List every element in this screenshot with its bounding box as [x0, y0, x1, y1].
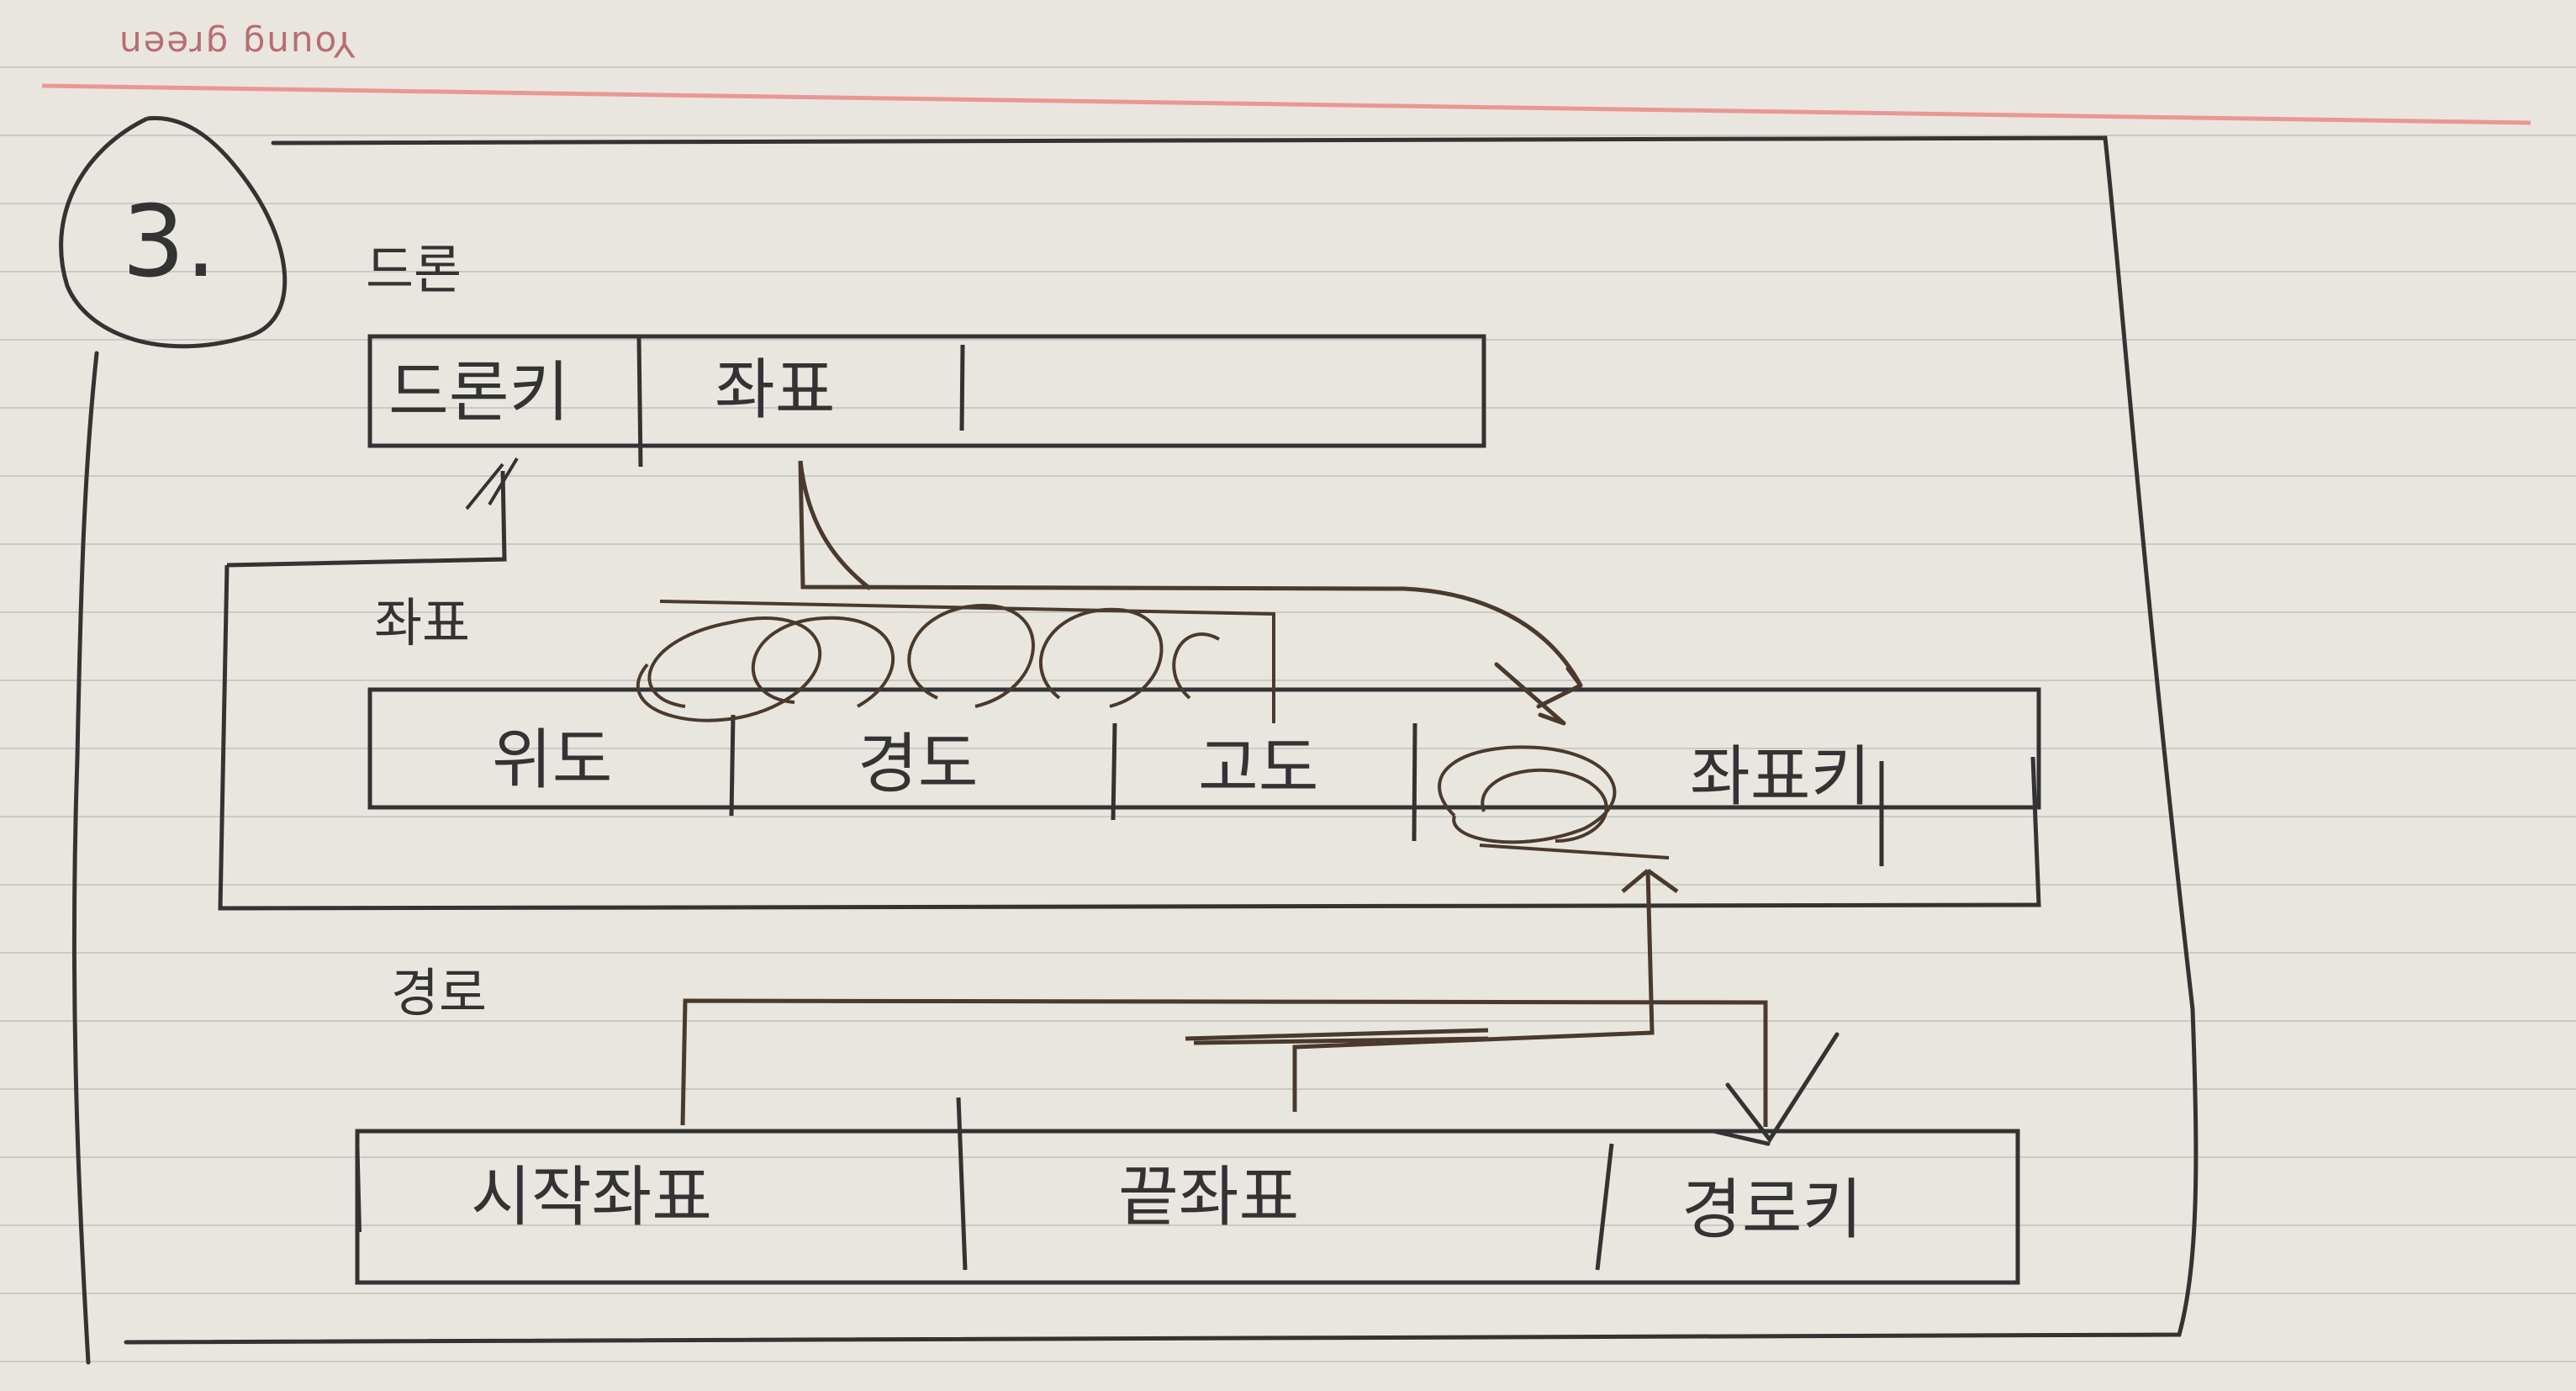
- altitude-field: 고도: [1198, 731, 1319, 807]
- outer-frame: [71, 135, 2199, 1365]
- section-number: 3.: [122, 183, 217, 299]
- section-circle: [59, 115, 288, 349]
- route-table: [355, 1129, 2020, 1285]
- coordinate-key-field: 좌표키: [1690, 739, 1871, 815]
- coordinate-divider-3: [1412, 722, 1417, 842]
- drone-divider-1: [636, 337, 643, 468]
- route-key-field: 경로키: [1681, 1172, 1863, 1248]
- red-margin-line: [41, 83, 2531, 125]
- drone-divider-2: [959, 344, 965, 431]
- route-divider-2: [1595, 1143, 1614, 1271]
- route-title: 경로: [391, 962, 488, 1023]
- end-coordinate-field: 끝좌표: [1118, 1160, 1300, 1235]
- route-relation-lines: [680, 868, 1768, 1127]
- drone-table: [367, 334, 1486, 448]
- drone-coordinate-field: 좌표: [715, 352, 836, 428]
- coordinate-table: [367, 687, 2041, 810]
- left-connector-lines: [356, 457, 519, 1233]
- coordinate-title: 좌표: [374, 592, 471, 653]
- route-key-check-arrow: [1711, 1032, 1840, 1146]
- route-divider-1: [956, 1097, 968, 1271]
- coordinate-divider-2: [1111, 722, 1117, 821]
- drone-title: 드론: [366, 239, 462, 300]
- drone-key-field: 드론키: [388, 355, 570, 431]
- coordinate-divider-1: [729, 714, 736, 817]
- scribble-over-coordinate-fields: [636, 600, 1275, 723]
- scribble-over-coordinate-key: [1438, 745, 1670, 859]
- latitude-field: 위도: [492, 722, 613, 798]
- start-coordinate-field: 시작좌표: [471, 1160, 713, 1235]
- longitude-field: 경도: [858, 727, 979, 802]
- coordinate-key-arrow: [1494, 662, 1583, 726]
- coordinate-frame: [218, 470, 2041, 911]
- drone-coordinate-relation-lines: [798, 460, 1583, 687]
